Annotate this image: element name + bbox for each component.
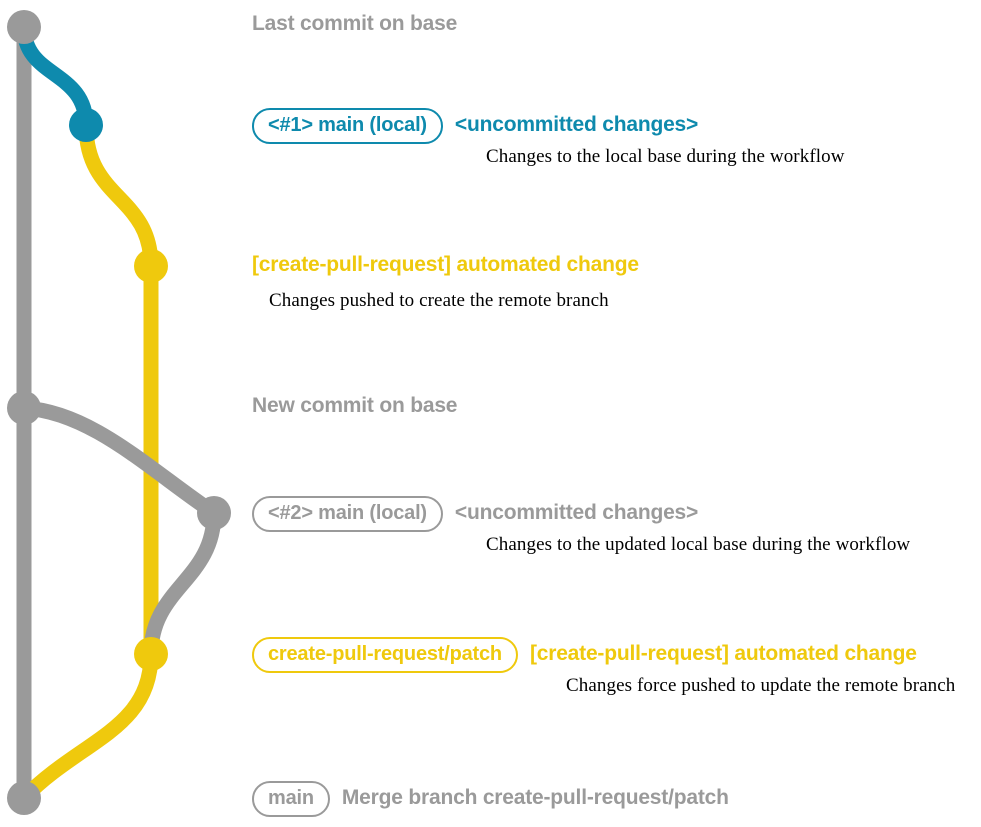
branch-line-patch-from-local-1: [78, 124, 159, 267]
commit-node-last-commit-on-base[interactable]: [7, 10, 41, 44]
commit-subject: <uncommitted changes>: [454, 113, 699, 136]
branch-line-merge-into-main: [18, 653, 159, 804]
commit-node-new-commit-on-base[interactable]: [7, 391, 41, 425]
branch-badge-main-local-1[interactable]: <#1> main (local): [252, 108, 443, 144]
commit-row-merge-branch: main Merge branch create-pull-request/pa…: [252, 781, 729, 817]
commit-subject: Merge branch create-pull-request/patch: [341, 786, 729, 809]
commit-detail-main-local-2: Changes to the updated local base during…: [486, 534, 911, 555]
commit-subject: [create-pull-request] automated change: [529, 642, 917, 665]
commit-detail-automated-change-1: Changes pushed to create the remote bran…: [269, 290, 609, 311]
commit-node-automated-change-1[interactable]: [134, 249, 168, 283]
commit-row-automated-change-2: create-pull-request/patch [create-pull-r…: [252, 637, 917, 673]
commit-subject: <uncommitted changes>: [454, 501, 699, 524]
commit-row-main-local-2: <#2> main (local) <uncommitted changes>: [252, 496, 698, 532]
branch-badge-create-pull-request-patch[interactable]: create-pull-request/patch: [252, 637, 518, 673]
branch-badge-main-local-2[interactable]: <#2> main (local): [252, 496, 443, 532]
commit-node-main-local-1[interactable]: [69, 108, 103, 142]
commit-row-automated-change-1: [create-pull-request] automated change: [252, 253, 639, 276]
commit-node-main-local-2[interactable]: [197, 496, 231, 530]
commit-node-merge-branch[interactable]: [7, 781, 41, 815]
commit-detail-main-local-1: Changes to the local base during the wor…: [486, 146, 845, 167]
branch-badge-main[interactable]: main: [252, 781, 330, 817]
branch-line-local-2-to-patch: [143, 512, 222, 655]
commit-row-new-commit-on-base: New commit on base: [252, 394, 458, 417]
commit-subject: New commit on base: [252, 394, 458, 417]
commit-node-automated-change-2[interactable]: [134, 637, 168, 671]
branch-line-main-local-1: [16, 26, 94, 126]
commit-row-main-local-1: <#1> main (local) <uncommitted changes>: [252, 108, 698, 144]
commit-subject: Last commit on base: [252, 12, 458, 35]
commit-row-last-commit-on-base: Last commit on base: [252, 12, 458, 35]
commit-subject: [create-pull-request] automated change: [252, 253, 639, 276]
commit-detail-automated-change-2: Changes force pushed to update the remot…: [566, 675, 956, 696]
branch-line-main-local-2: [23, 400, 219, 520]
